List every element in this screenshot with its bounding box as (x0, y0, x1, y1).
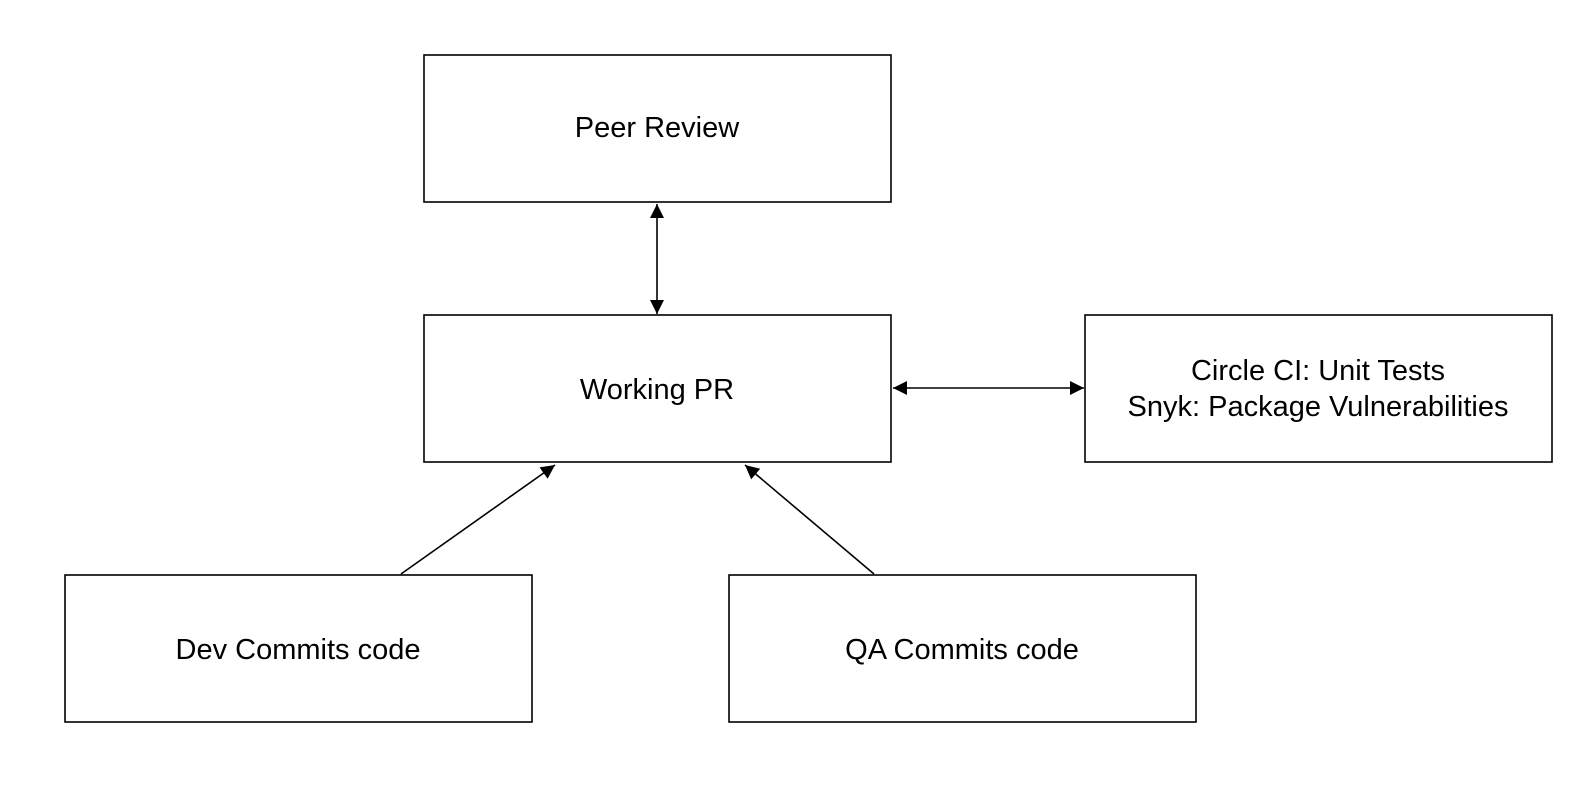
node-ci-checks: Circle CI: Unit Tests Snyk: Package Vuln… (1084, 314, 1553, 463)
edge-dev-commits-working-pr (400, 464, 556, 575)
node-label: Working PR (580, 374, 734, 406)
node-label: Peer Review (575, 112, 740, 144)
edges (400, 204, 1084, 575)
node-box (423, 314, 892, 463)
node-box (423, 54, 892, 203)
node-label: Dev Commits code (176, 634, 421, 666)
node-label-line-2: Snyk: Package Vulnerabilities (1128, 391, 1509, 423)
node-box (728, 574, 1197, 723)
node-label-line-1: Circle CI: Unit Tests (1191, 355, 1445, 387)
node-box (1084, 314, 1553, 463)
node-label: QA Commits code (845, 634, 1079, 666)
node-working-pr: Working PR (423, 314, 892, 463)
edge-qa-commits-working-pr (744, 464, 875, 575)
node-peer-review: Peer Review (423, 54, 892, 203)
node-dev-commits: Dev Commits code (64, 574, 533, 723)
node-box (64, 574, 533, 723)
node-qa-commits: QA Commits code (728, 574, 1197, 723)
